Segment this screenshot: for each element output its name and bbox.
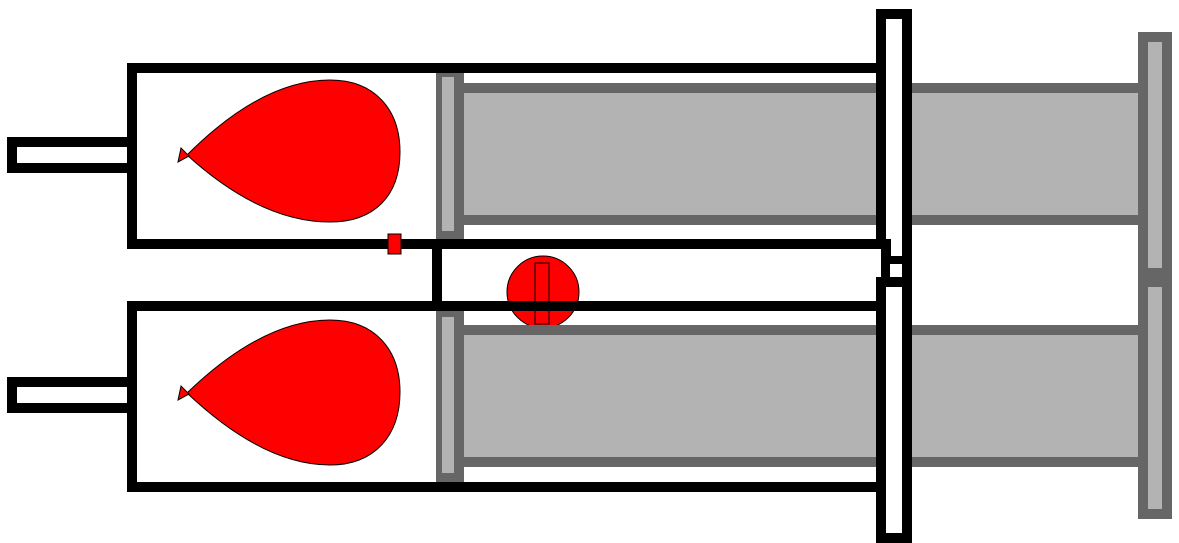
top-barrel-wall bbox=[127, 63, 437, 249]
bottom-plunger bbox=[432, 277, 1172, 519]
bottom-needle bbox=[7, 377, 142, 413]
top-plunger-rod bbox=[450, 83, 1150, 225]
bottom-plunger-head bbox=[432, 307, 464, 483]
red-valve-stem bbox=[534, 262, 550, 325]
bottom-plunger-thumb-rest bbox=[1138, 277, 1172, 519]
top-drop-tip bbox=[177, 146, 190, 163]
connector-tube-body bbox=[432, 239, 891, 311]
bottom-syringe bbox=[7, 277, 1172, 543]
top-red-drop bbox=[186, 79, 401, 223]
bottom-plunger-rod bbox=[450, 325, 1150, 467]
top-needle bbox=[7, 137, 142, 173]
bottom-finger-flange bbox=[876, 277, 912, 543]
top-plunger-thumb-rest bbox=[1138, 32, 1172, 278]
connector-tube bbox=[387, 233, 910, 329]
top-plunger bbox=[432, 32, 1172, 278]
bottom-barrel-wall bbox=[127, 301, 437, 492]
bottom-drop-tip bbox=[177, 384, 190, 401]
top-plunger-head bbox=[432, 67, 464, 241]
small-red-marker bbox=[387, 233, 402, 255]
bottom-red-drop bbox=[186, 319, 401, 466]
top-syringe bbox=[7, 9, 1172, 303]
